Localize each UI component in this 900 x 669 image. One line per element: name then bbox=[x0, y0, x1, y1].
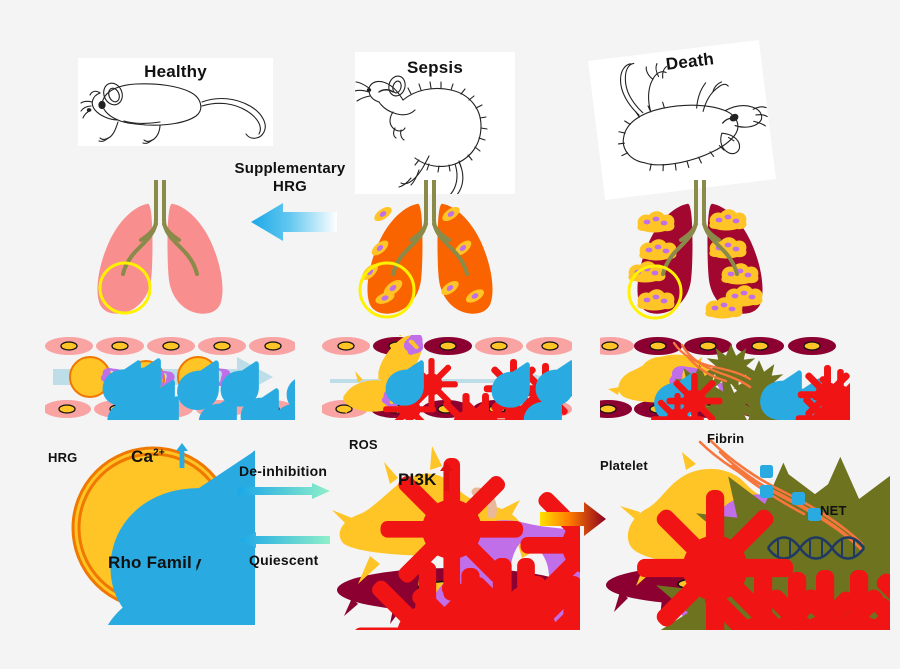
endothelium-top-death bbox=[600, 337, 836, 355]
vessel-sepsis bbox=[322, 335, 572, 420]
highlight-circle-sepsis bbox=[358, 261, 416, 319]
endothelium-top-healthy bbox=[45, 337, 295, 355]
lung-sepsis bbox=[345, 180, 515, 320]
fibrin-strands-death bbox=[672, 341, 752, 389]
rho-family-label: Rho Family bbox=[108, 553, 202, 572]
quiescent-neutrophil-panel bbox=[55, 440, 255, 625]
pi3k-up-arrow bbox=[440, 462, 453, 491]
de-inhibition-label: De-inhibition bbox=[239, 463, 328, 479]
de-inhibition-arrow bbox=[238, 483, 330, 499]
mouse-card-sepsis bbox=[355, 52, 515, 194]
quiescent-arrow bbox=[238, 532, 330, 548]
mouse-label-healthy: Healthy bbox=[144, 62, 207, 81]
supplementary-hrg-arrow bbox=[251, 203, 337, 241]
highlight-circle-healthy bbox=[98, 261, 152, 315]
activated-neutrophil-panel bbox=[330, 440, 580, 630]
highlight-circle-death bbox=[627, 264, 683, 320]
supplementary-hrg-label-line2: HRG bbox=[273, 178, 307, 195]
calcium-label-text: Ca bbox=[131, 447, 154, 466]
thrombus-panel bbox=[600, 430, 890, 630]
mouse-label-sepsis: Sepsis bbox=[406, 58, 463, 77]
platelet-label: Platelet bbox=[600, 458, 648, 473]
blood-flow-arrow-sepsis bbox=[330, 374, 554, 388]
calcium-label: Ca2+ bbox=[131, 447, 165, 467]
fibrin-label: Fibrin bbox=[707, 431, 745, 446]
quiescent-label: Quiescent bbox=[249, 552, 319, 568]
calcium-up-arrow bbox=[176, 443, 188, 468]
pi3k-label: PI3K bbox=[398, 470, 437, 489]
lung-death bbox=[615, 180, 785, 320]
net-label: NET bbox=[820, 503, 847, 518]
net-dna-helix bbox=[766, 536, 866, 560]
hrg-label: HRG bbox=[48, 450, 78, 465]
calcium-superscript: 2+ bbox=[153, 447, 165, 459]
mouse-card-death bbox=[588, 40, 776, 200]
hrg-droplets-thrombus bbox=[760, 465, 821, 521]
vessel-healthy bbox=[45, 335, 295, 420]
supplementary-hrg-label-line1: Supplementary bbox=[234, 160, 346, 177]
rho-family-up-arrow bbox=[188, 546, 200, 574]
mouse-card-healthy bbox=[78, 58, 273, 146]
lung-healthy bbox=[75, 180, 245, 320]
vessel-death bbox=[600, 335, 850, 420]
endothelium-top-sepsis bbox=[322, 337, 572, 355]
ros-label: ROS bbox=[349, 437, 378, 452]
activation-arrow bbox=[540, 502, 606, 536]
